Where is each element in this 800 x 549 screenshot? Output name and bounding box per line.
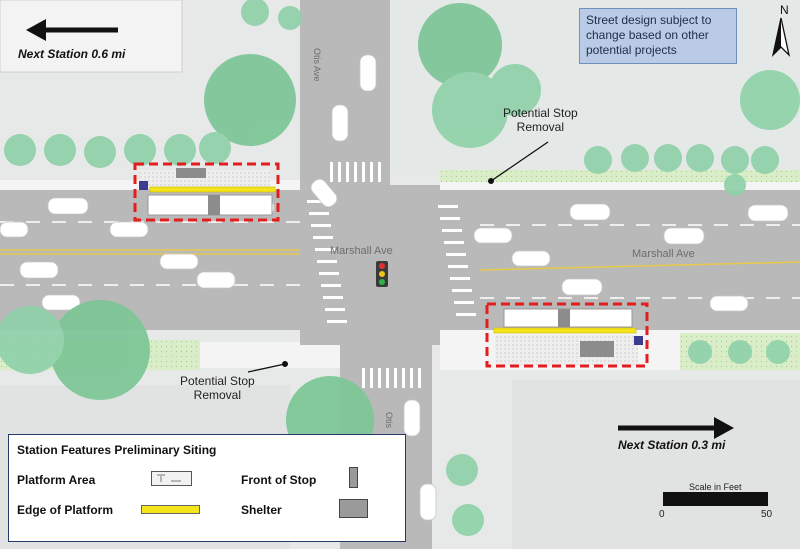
platform-south bbox=[485, 302, 649, 368]
legend-front-of-stop-label: Front of Stop bbox=[241, 473, 317, 487]
platform-north bbox=[133, 162, 280, 222]
callout-south-line2: Removal bbox=[193, 388, 242, 402]
legend-shelter-label: Shelter bbox=[241, 503, 282, 517]
next-station-left-arrow-icon bbox=[26, 19, 118, 41]
bus-stop-sign-icon-south bbox=[634, 336, 643, 345]
north-arrow-icon bbox=[771, 17, 791, 58]
design-note: Street design subject to change based on… bbox=[579, 8, 737, 64]
legend-platform-area-swatch bbox=[151, 471, 192, 486]
legend-platform-area-label: Platform Area bbox=[17, 473, 96, 487]
legend-front-of-stop-swatch bbox=[349, 467, 358, 488]
trees bbox=[0, 0, 800, 536]
callout-south-removal: Potential Stop Removal bbox=[180, 374, 255, 402]
traffic-signal-icon bbox=[376, 261, 388, 287]
callout-north-line2: Removal bbox=[516, 120, 565, 134]
scale-min-label: 0 bbox=[659, 509, 665, 520]
building-se bbox=[512, 380, 800, 549]
legend: Station Features Preliminary Siting Plat… bbox=[8, 434, 406, 542]
scale-max-label: 50 bbox=[761, 509, 773, 520]
callout-south-line1: Potential Stop bbox=[180, 374, 255, 388]
building-nw bbox=[0, 0, 183, 73]
otis-ave-road-north bbox=[300, 0, 390, 195]
next-station-left-label: Next Station 0.6 mi bbox=[18, 47, 126, 61]
callout-north-removal: Potential Stop Removal bbox=[503, 106, 578, 134]
north-label: N bbox=[780, 3, 789, 17]
legend-shelter-swatch bbox=[339, 499, 368, 518]
scale-caption: Scale in Feet bbox=[689, 482, 742, 492]
street-label-marshall-right: Marshall Ave bbox=[632, 248, 695, 260]
scale-bar bbox=[663, 492, 768, 506]
callout-north-line1: Potential Stop bbox=[503, 106, 578, 120]
lawn-strip-n bbox=[440, 170, 800, 182]
street-label-otis-north: Otis Ave bbox=[312, 48, 322, 82]
street-label-otis-south: Otis bbox=[384, 412, 394, 429]
street-label-marshall-left: Marshall Ave bbox=[330, 245, 393, 257]
legend-title: Station Features Preliminary Siting bbox=[17, 443, 217, 457]
legend-edge-of-platform-swatch bbox=[141, 505, 200, 514]
next-station-right-label: Next Station 0.3 mi bbox=[618, 438, 726, 452]
bus-stop-sign-icon-north bbox=[139, 181, 148, 190]
next-station-right-arrow-icon bbox=[618, 417, 734, 439]
legend-edge-of-platform-label: Edge of Platform bbox=[17, 503, 114, 517]
